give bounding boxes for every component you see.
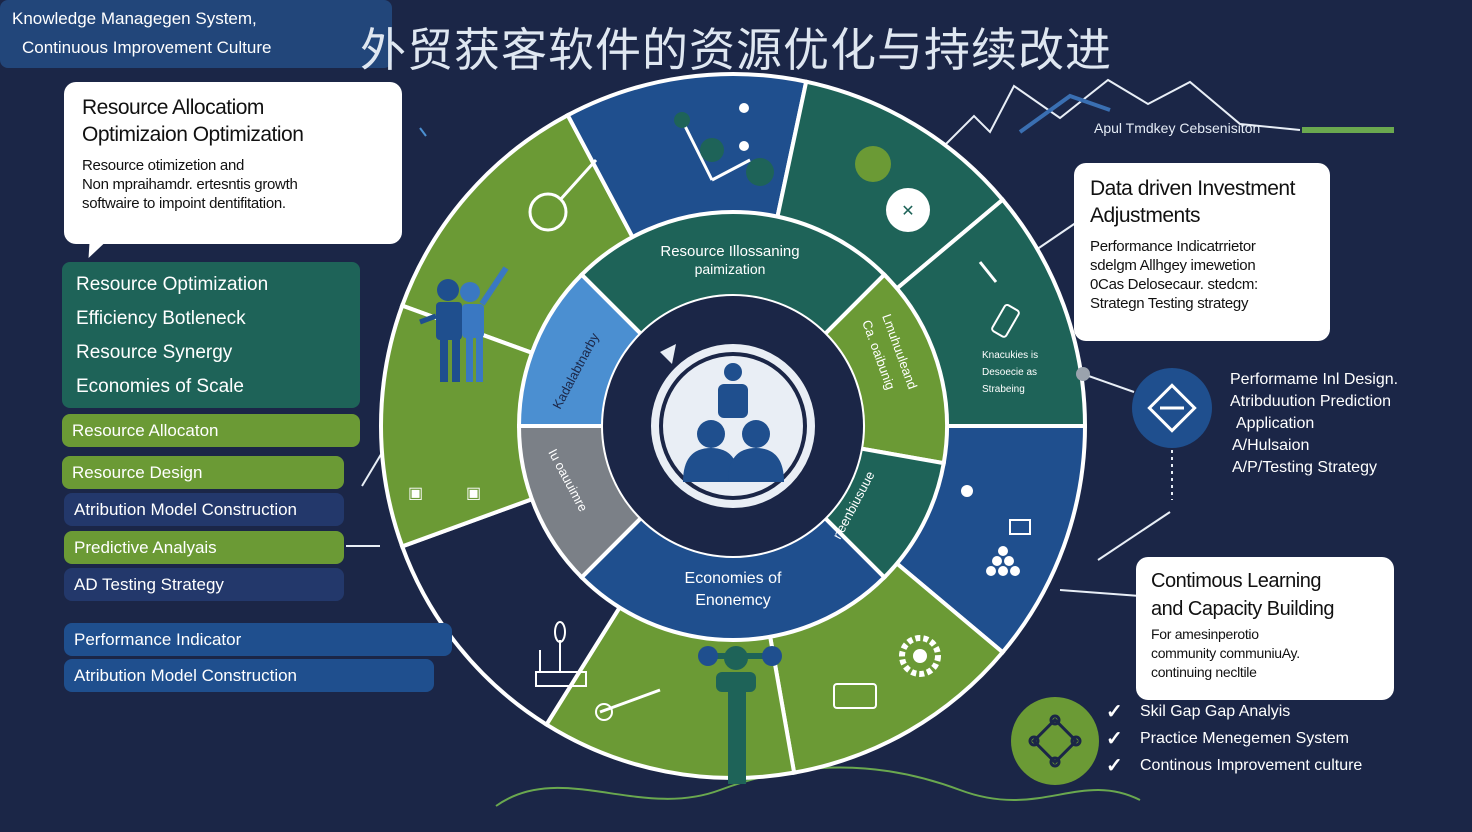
balls-icon	[986, 519, 1031, 576]
callout-heading-2: and Capacity Building	[1151, 598, 1334, 620]
callout-body-3: continuing necltile	[1151, 664, 1257, 680]
inner-bottom-label-2: Enonemcy	[695, 592, 771, 609]
checklist-item: ✓Skil Gap Gap Analyis	[1106, 701, 1291, 723]
callout-body-2: community communiuAy.	[1151, 645, 1300, 661]
right-dot	[961, 485, 973, 497]
left-bar-resource-allocation: Resource Allocaton	[62, 414, 360, 447]
check-icon: ✓	[1106, 728, 1123, 750]
top-right-trend-line-blue	[1018, 93, 1111, 134]
optimization-item: Efficiency Botleneck	[76, 308, 246, 329]
outer-dot	[1076, 367, 1090, 381]
left-bar-predictive-analysis: Predictive Analyais	[64, 531, 344, 564]
optimization-item: Resource Synergy	[76, 342, 233, 363]
svg-text:✕: ✕	[901, 203, 914, 220]
outer-right-text-1: Knacukies is	[982, 350, 1038, 361]
right-list-item: A/Hulsaion	[1232, 437, 1310, 454]
right-network-icon	[1132, 368, 1212, 448]
tool-icon	[595, 688, 661, 721]
callout-heading-1: Contimous Learning	[1151, 570, 1322, 592]
connector-line	[419, 127, 427, 137]
check-icon: ✓	[1106, 755, 1123, 777]
person-figure	[698, 646, 782, 784]
right-list-item: Atribduution Prediction	[1230, 393, 1391, 410]
callout-heading-1: Resource Allocatiom	[82, 96, 264, 119]
resource-optimization-panel: Resource Optimization Efficiency Botlene…	[62, 262, 360, 408]
team-icon	[683, 363, 784, 482]
callout-body-2: sdelgm Allhgey imewetion	[1090, 257, 1256, 274]
checklist-item: ✓Practice Menegemen System	[1106, 728, 1349, 750]
outer-right-text-3: Strabeing	[982, 384, 1025, 395]
callout-heading-2: Adjustments	[1090, 204, 1201, 227]
callout-body-2: Non mpraihamdr. ertesntis growth	[82, 176, 298, 193]
left-bar-attribution-model-2: Atribution Model Construction	[64, 659, 434, 692]
plant-icon: ✕	[855, 146, 930, 232]
knowledge-line-1: Knowledge Managegen System,	[12, 9, 257, 28]
left-bar-attribution-model: Atribution Model Construction	[64, 493, 344, 526]
right-list-item: A/P/Testing Strategy	[1232, 459, 1377, 476]
gear-icon	[899, 635, 941, 677]
screen-icon	[833, 683, 877, 709]
right-list-item: Application	[1236, 415, 1315, 432]
callout-heading-1: Data driven Investment	[1090, 177, 1295, 200]
grid-icon: ▣▣	[408, 485, 481, 502]
figure-left-icon	[419, 266, 509, 382]
connector-line	[1059, 589, 1141, 597]
inner-bottom-label: Economies of	[685, 570, 782, 587]
resource-allocation-callout: Resource Allocatiom Optimizaion Optimiza…	[64, 82, 402, 244]
outer-right-text-2: Desoecie as	[982, 367, 1037, 378]
skills-network-icon	[1011, 697, 1099, 785]
inner-top-label: Resource Illossaning	[660, 243, 799, 260]
callout-heading-2: Optimizaion Optimization	[82, 123, 304, 146]
callout-body-3: 0Cas Delosecaur. stedcm:	[1090, 276, 1258, 293]
inner-top-label-2: paimization	[695, 261, 766, 277]
svg-text:▣: ▣	[408, 485, 423, 502]
chart-stand-icon	[535, 621, 587, 687]
check-icon: ✓	[1106, 701, 1123, 723]
callout-body-1: Performance Indicatrrietor	[1090, 238, 1256, 255]
callout-body-3: softwaire to impoint dentifitation.	[82, 195, 286, 212]
hand-tool-icon	[978, 261, 1020, 338]
left-bar-ab-testing: AD Testing Strategy	[64, 568, 344, 601]
connector-line	[1082, 373, 1135, 393]
green-accent-line	[1302, 127, 1394, 133]
knowledge-line-2: Continuous Improvement Culture	[22, 38, 272, 57]
continuous-learning-callout: Contimous Learning and Capacity Building…	[1136, 557, 1394, 700]
knowledge-management-panel: Knowledge Managegen System, Continuous I…	[0, 0, 392, 68]
magnifier-icon	[528, 158, 598, 232]
ring-arrow-icon	[660, 344, 676, 364]
optimization-item: Economies of Scale	[76, 376, 244, 397]
optimization-item: Resource Optimization	[76, 274, 269, 295]
checklist: ✓Skil Gap Gap Analyis ✓Practice Menegeme…	[1106, 698, 1362, 779]
connector-line	[1097, 511, 1171, 561]
top-right-label: Apul Tmdkey Cebsenisiton	[1094, 120, 1261, 136]
callout-body-1: For amesinperotio	[1151, 626, 1259, 642]
wheel-center-ring	[651, 344, 815, 508]
right-list-item: Performame Inl Design.	[1230, 371, 1399, 388]
network-nodes-icon	[674, 103, 774, 186]
data-driven-investment-callout: Data driven Investment Adjustments Perfo…	[1074, 163, 1330, 341]
svg-text:▣: ▣	[466, 485, 481, 502]
left-bar-performance-indicator: Performance Indicator	[64, 623, 452, 656]
callout-body-4: Strategn Testing strategy	[1090, 295, 1249, 312]
checklist-item: ✓Continous Improvement culture	[1106, 755, 1363, 777]
left-bar-resource-design: Resource Design	[62, 456, 344, 489]
callout-body-1: Resource otimizetion and	[82, 157, 245, 174]
page-title: 外贸获客软件的资源优化与持续改进	[360, 23, 1112, 77]
